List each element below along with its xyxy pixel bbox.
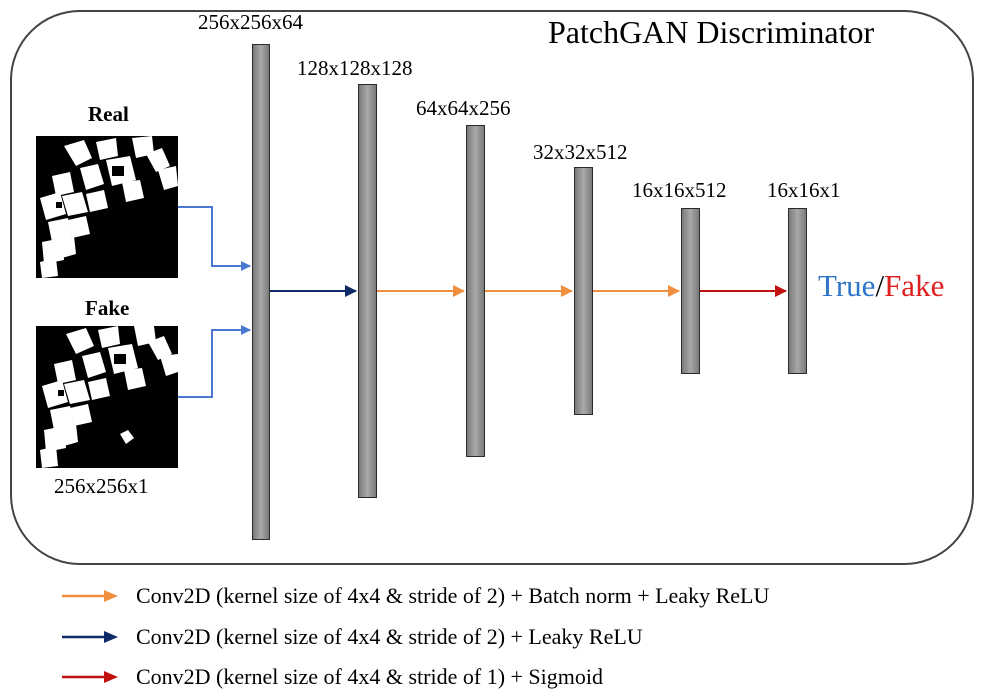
layer-dims-label-6: 16x16x1 [767, 178, 841, 202]
navy-arrow-icon [62, 631, 118, 643]
layer-dims-label-5: 16x16x512 [632, 178, 727, 202]
layer-block-1 [252, 44, 270, 540]
layer-block-4 [574, 167, 593, 415]
output-separator: / [875, 268, 885, 303]
fake-image-label: Fake [85, 296, 130, 320]
output-fake-text: Fake [884, 268, 945, 303]
legend-text-sigmoid: Conv2D (kernel size of 4x4 & stride of 1… [136, 664, 604, 689]
layer-block-2 [358, 84, 377, 498]
layer-block-3 [466, 125, 485, 457]
input-dims-label: 256x256x1 [54, 474, 149, 498]
diagram-frame [10, 10, 974, 565]
output-label: True/Fake [818, 268, 944, 304]
orange-arrow-icon [62, 590, 118, 602]
real-image-label: Real [88, 102, 129, 126]
layer-block-5 [681, 208, 700, 374]
fake-image [36, 326, 178, 468]
layer-dims-label-1: 256x256x64 [198, 10, 303, 34]
legend-item-leakyrelu: Conv2D (kernel size of 4x4 & stride of 2… [62, 622, 643, 652]
diagram-title: PatchGAN Discriminator [548, 14, 875, 50]
output-true-text: True [818, 268, 876, 303]
real-image [36, 136, 178, 278]
legend-item-batchnorm: Conv2D (kernel size of 4x4 & stride of 2… [62, 581, 769, 611]
layer-dims-label-3: 64x64x256 [416, 96, 511, 120]
fake-input-arrow [178, 325, 251, 398]
legend-text-leakyrelu: Conv2D (kernel size of 4x4 & stride of 2… [136, 624, 643, 649]
layer-dims-label-2: 128x128x128 [297, 56, 413, 80]
legend-item-sigmoid: Conv2D (kernel size of 4x4 & stride of 1… [62, 662, 603, 692]
real-input-arrow [178, 206, 251, 271]
layer-block-6 [788, 208, 807, 374]
red-arrow-icon [62, 671, 118, 683]
legend-text-batchnorm: Conv2D (kernel size of 4x4 & stride of 2… [136, 583, 770, 608]
layer-dims-label-4: 32x32x512 [533, 140, 628, 164]
